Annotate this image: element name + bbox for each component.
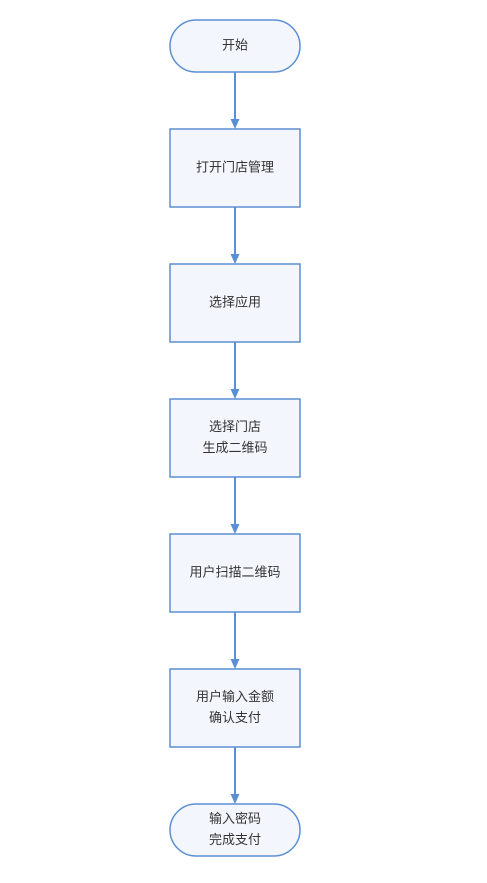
flow-node-user-scan-qr: 用户扫描二维码 <box>169 533 301 613</box>
nodes: 开始打开门店管理选择应用选择门店生成二维码用户扫描二维码用户输入金额确认支付输入… <box>169 19 301 857</box>
node-label: 生成二维码 <box>202 441 267 456</box>
arrowhead-icon <box>230 254 240 264</box>
node-label: 开始 <box>222 39 248 54</box>
flow-node-open-store-management: 打开门店管理 <box>169 128 301 208</box>
node-label: 完成支付 <box>209 833 261 848</box>
connector-arrow <box>230 747 240 804</box>
arrowhead-icon <box>230 659 240 669</box>
node-label: 打开门店管理 <box>196 161 274 176</box>
flow-node-select-app: 选择应用 <box>169 263 301 343</box>
arrowhead-icon <box>230 389 240 399</box>
process-box <box>169 128 301 208</box>
connector-arrow <box>230 342 240 399</box>
connector-arrow <box>230 72 240 129</box>
node-label: 输入密码 <box>209 811 261 827</box>
node-label: 选择应用 <box>209 295 261 311</box>
node-label: 用户扫描二维码 <box>189 565 280 581</box>
arrowhead-icon <box>230 524 240 534</box>
process-box <box>169 533 301 613</box>
process-box <box>169 398 301 478</box>
node-label: 确认支付 <box>209 711 261 726</box>
terminal-shape <box>169 19 301 73</box>
arrowhead-icon <box>230 119 240 129</box>
process-box <box>169 263 301 343</box>
terminal-shape <box>169 803 301 857</box>
arrowhead-icon <box>230 794 240 804</box>
process-box <box>169 668 301 748</box>
connector-arrow <box>230 207 240 264</box>
node-label: 用户输入金额 <box>196 689 274 705</box>
connector-arrow <box>230 477 240 534</box>
connectors <box>230 72 240 804</box>
connector-arrow <box>230 612 240 669</box>
node-label: 选择门店 <box>209 420 261 435</box>
flow-node-start: 开始 <box>169 19 301 73</box>
